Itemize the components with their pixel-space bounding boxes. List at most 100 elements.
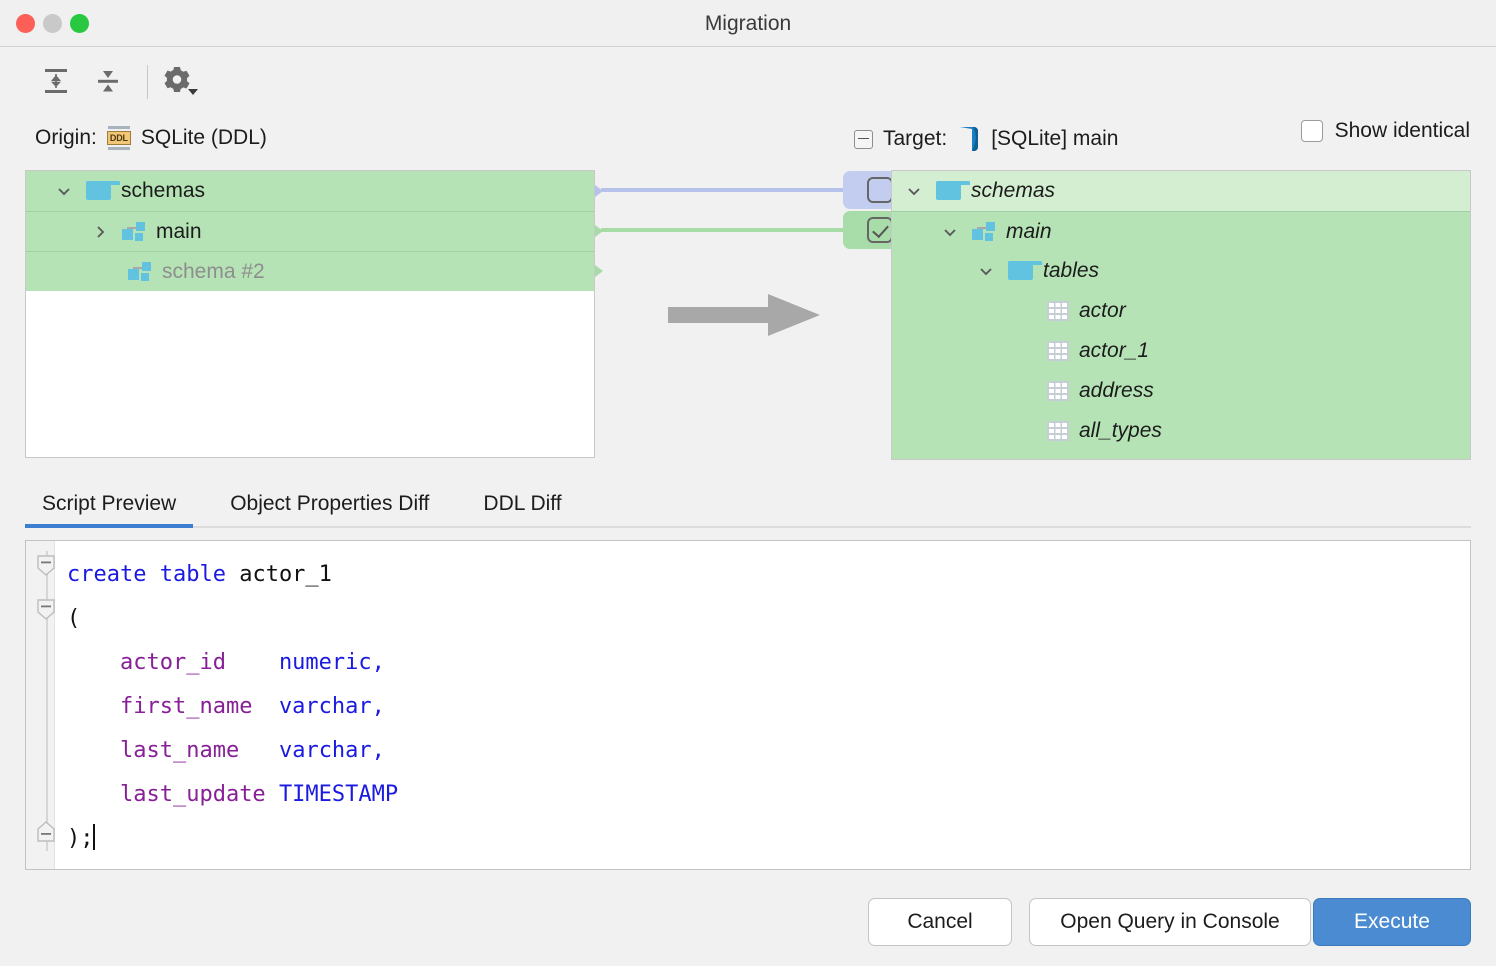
chevron-down-icon[interactable] — [56, 183, 72, 199]
tree-row-all-types[interactable]: all_types — [892, 411, 1470, 451]
window-titlebar: Migration — [0, 0, 1496, 47]
tabs-underline — [25, 526, 1471, 528]
migrate-checkbox-schemas[interactable] — [867, 177, 893, 203]
zoom-button[interactable] — [70, 14, 89, 33]
dialog-footer: Cancel Open Query in Console Execute — [0, 890, 1496, 966]
folder-icon — [86, 181, 120, 201]
target-header: Target: [SQLite] main — [854, 126, 1118, 152]
tree-row-label: all_types — [1079, 419, 1162, 442]
cancel-button[interactable]: Cancel — [868, 898, 1012, 946]
table-icon — [1047, 381, 1069, 401]
expand-all-icon — [41, 66, 71, 96]
close-button[interactable] — [16, 14, 35, 33]
origin-tree[interactable]: schemas main — [25, 170, 595, 458]
connector-line-schemas — [601, 188, 851, 192]
origin-name: SQLite (DDL) — [140, 126, 267, 149]
sql-column-name: actor_id — [119, 650, 226, 675]
tab-label: Script Preview — [42, 492, 177, 515]
tree-row-label: schema #2 — [162, 259, 265, 283]
migrate-checkbox-main[interactable] — [867, 217, 893, 243]
fold-region-line — [46, 551, 48, 851]
fold-marker-collapse-icon[interactable] — [36, 555, 56, 577]
table-icon — [1047, 301, 1069, 321]
toolbar: Show identical — [0, 47, 1496, 142]
sqlite-icon — [957, 126, 981, 152]
collapse-all-button[interactable] — [88, 61, 128, 101]
tab-label: Object Properties Diff — [230, 492, 430, 515]
migrate-arrow-right-icon — [668, 292, 820, 338]
connector-line-main — [601, 228, 851, 232]
target-tree[interactable]: schemas main tables — [891, 170, 1471, 460]
chevron-down-icon[interactable] — [942, 224, 958, 240]
show-identical-checkbox[interactable] — [1300, 120, 1323, 142]
tab-bar: Script Preview Object Properties Diff DD… — [25, 482, 1471, 530]
execute-button[interactable]: Execute — [1313, 898, 1471, 946]
expand-all-button[interactable] — [36, 61, 76, 101]
tab-script-preview[interactable]: Script Preview — [25, 482, 194, 528]
tree-row-label: actor_1 — [1079, 339, 1150, 362]
toolbar-separator — [147, 65, 148, 99]
folder-icon — [1008, 261, 1042, 281]
tab-ddl-diff[interactable]: DDL Diff — [466, 482, 578, 528]
target-name: [SQLite] main — [991, 127, 1119, 150]
tree-row-actor-1[interactable]: actor_1 — [892, 331, 1470, 371]
show-identical-control[interactable]: Show identical — [1300, 119, 1470, 143]
sql-column-name: first_name — [119, 694, 253, 719]
connector-nub — [595, 264, 603, 277]
connector-nub — [595, 184, 603, 197]
show-identical-label: Show identical — [1334, 119, 1470, 142]
tree-row-schema2[interactable]: schema #2 — [26, 251, 594, 291]
folder-icon — [936, 181, 970, 201]
sql-column-name: last_update — [119, 782, 266, 807]
chevron-down-icon[interactable] — [978, 263, 994, 279]
tree-row-label: tables — [1043, 259, 1100, 282]
chevron-right-icon[interactable] — [92, 224, 108, 240]
sql-code[interactable]: create table actor_1 ( actor_id numeric,… — [55, 541, 1470, 869]
sql-open-paren: ( — [67, 606, 81, 631]
ddl-icon-text: DDL — [106, 131, 131, 145]
sql-comma: , — [371, 650, 385, 675]
sql-comma: , — [371, 694, 385, 719]
window-controls — [16, 14, 89, 33]
open-query-in-console-button[interactable]: Open Query in Console — [1029, 898, 1311, 946]
execute-button-label: Execute — [1354, 910, 1430, 933]
sql-table-name: actor_1 — [239, 562, 332, 587]
tree-row-clipped[interactable] — [892, 451, 1470, 459]
window-title: Migration — [704, 12, 792, 35]
tree-row-label: schemas — [971, 179, 1056, 202]
schema-icon — [122, 221, 146, 243]
settings-button[interactable] — [157, 61, 199, 101]
collapse-minus-icon[interactable] — [854, 129, 873, 149]
tree-row-schemas[interactable]: schemas — [26, 171, 594, 211]
fold-marker-end-icon[interactable] — [36, 821, 56, 843]
sql-column-type: numeric — [278, 650, 372, 675]
tree-row-main[interactable]: main — [26, 211, 594, 251]
sql-comma: , — [371, 738, 385, 763]
tab-object-properties-diff[interactable]: Object Properties Diff — [213, 482, 446, 528]
origin-label: Origin: — [35, 126, 97, 149]
connector-nub — [595, 224, 603, 237]
collapse-all-icon — [93, 66, 123, 96]
tree-row-schemas[interactable]: schemas — [892, 171, 1470, 211]
text-caret — [92, 824, 95, 850]
chevron-down-icon[interactable] — [906, 183, 922, 199]
chevron-down-icon — [187, 87, 199, 97]
fold-marker-collapse-icon[interactable] — [36, 599, 56, 621]
sql-keyword: create table — [67, 562, 226, 587]
sql-end: ); — [67, 826, 94, 851]
tree-row-actor[interactable]: actor — [892, 291, 1470, 331]
tree-row-label: main — [156, 219, 202, 243]
tree-row-main[interactable]: main — [892, 211, 1470, 251]
table-icon — [1047, 421, 1069, 441]
schema-icon — [972, 221, 996, 243]
sql-column-type: TIMESTAMP — [278, 782, 399, 807]
script-preview-editor[interactable]: create table actor_1 ( actor_id numeric,… — [25, 540, 1471, 870]
tree-row-label: schemas — [121, 179, 206, 202]
sql-column-type: varchar — [278, 738, 372, 763]
editor-gutter[interactable] — [26, 541, 55, 869]
tree-row-tables[interactable]: tables — [892, 251, 1470, 291]
minimize-button[interactable] — [43, 14, 62, 33]
tree-row-address[interactable]: address — [892, 371, 1470, 411]
tab-label: DDL Diff — [483, 492, 562, 515]
